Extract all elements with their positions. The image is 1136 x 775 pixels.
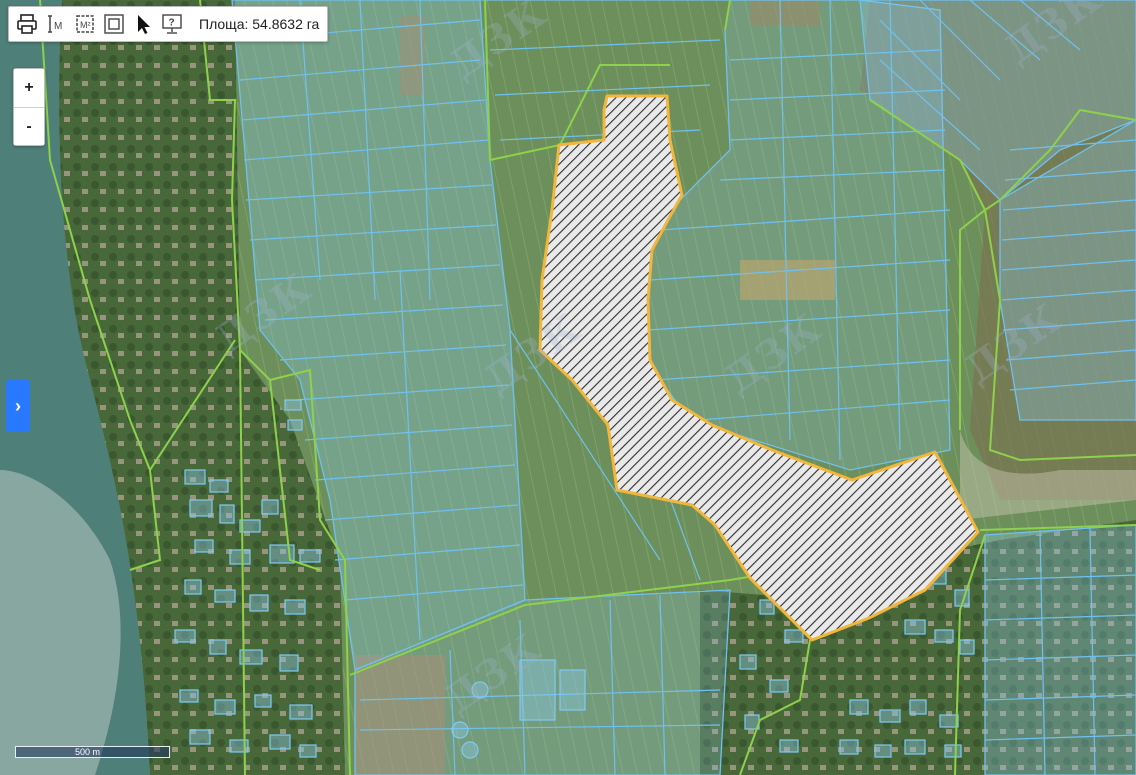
village-west — [59, 0, 345, 775]
ruler-icon: M — [48, 15, 62, 33]
printer-icon — [17, 14, 37, 34]
scale-bar-graphic — [15, 746, 170, 758]
zoom-out-button[interactable]: - — [14, 107, 44, 145]
help-button[interactable]: ? — [158, 10, 186, 38]
help-label: ? — [169, 18, 175, 29]
scale-label: 500 m — [75, 747, 101, 757]
selected-parcel[interactable] — [538, 94, 980, 642]
area-readout: Площа: 54.8632 га — [199, 16, 320, 32]
zoom-control: + - — [13, 68, 45, 146]
pointer-button[interactable] — [129, 10, 157, 38]
building-parcels — [174, 399, 975, 759]
parcel-block-east — [999, 119, 1136, 421]
cursor-icon — [138, 15, 150, 34]
side-panel-toggle[interactable]: › — [6, 380, 30, 432]
chevron-right-icon: › — [15, 395, 21, 416]
frame-icon — [104, 14, 124, 34]
boundary-lines — [39, 0, 1136, 775]
measure-distance-label: M — [54, 21, 62, 32]
scale-bar: 500 m — [15, 742, 170, 762]
parcel-block-southeast — [984, 524, 1136, 775]
village-south — [700, 520, 1136, 775]
parcel-lines — [239, 0, 1136, 775]
help-icon: ? — [162, 14, 182, 34]
select-rectangle-button[interactable] — [100, 10, 128, 38]
area-icon: M² — [76, 15, 94, 33]
map-toolbar: M M² ? Площа: 54.8632 га — [8, 6, 329, 42]
zoom-in-button[interactable]: + — [14, 69, 44, 107]
measure-area-button[interactable]: M² — [71, 10, 99, 38]
measure-distance-button[interactable]: M — [42, 10, 70, 38]
print-button[interactable] — [13, 10, 41, 38]
measure-area-label: M² — [80, 20, 91, 30]
